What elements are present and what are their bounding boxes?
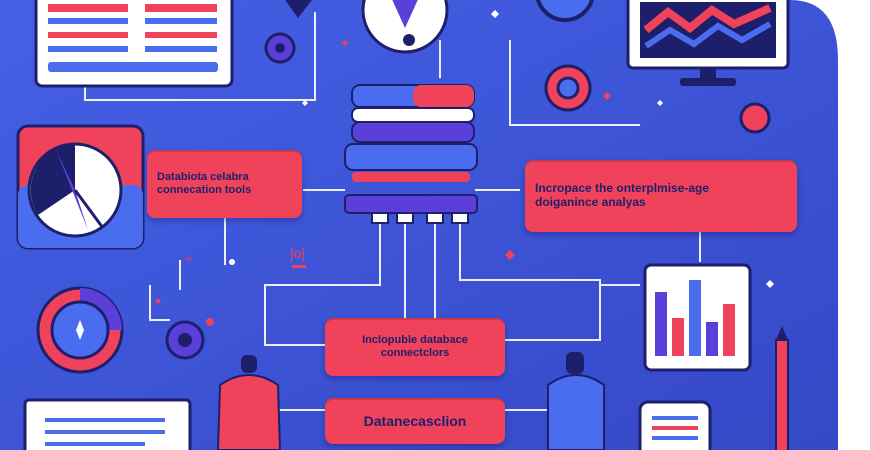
tablet-illustration [638,400,712,450]
box-data-connection: Datanecasclion [325,398,505,444]
monitor-chart-illustration [626,0,790,86]
document-illustration [23,398,192,450]
background-panel [0,0,838,450]
small-code-icons: ∞ |o| [185,245,306,268]
box-center-line2: connectclors [380,347,450,359]
svg-text:∞: ∞ [185,254,192,265]
database-stack-illustration [344,84,478,224]
person-illustration-right [547,352,605,450]
box-left-line2: connecation tools [157,184,252,196]
gear-icon-bottom [165,318,214,360]
gear-icon [264,32,296,64]
box-right-line2: doiganince analyas [535,196,646,209]
box-right-line1: Incropace the onterplmise-age [535,182,710,196]
circle-icon [536,0,594,22]
bar-chart-card-illustration [643,263,752,372]
spreadsheet-window-illustration [34,0,234,88]
person-illustration-left [216,355,282,450]
box-connection-tools: Databiota celabra connecation tools [147,150,302,218]
sparkle-decorations [155,10,774,304]
box-enterprise-analysis: Incropace the onterplmise-age doiganince… [525,160,797,232]
box-database-connectors: Inclopuble databace connectclors [325,318,505,376]
box-center-line1: Inclopuble databace [362,334,468,347]
pen-icon [775,326,789,450]
pie-chart-card-illustration [16,124,145,250]
target-icon [544,64,771,134]
box-bottom-line1: Datanecasclion [363,412,467,429]
svg-text:|o|: |o| [290,245,305,261]
donut-chart-icon [36,286,124,374]
location-pin-icon [285,0,449,54]
box-left-line1: Databiota celabra [157,171,249,184]
